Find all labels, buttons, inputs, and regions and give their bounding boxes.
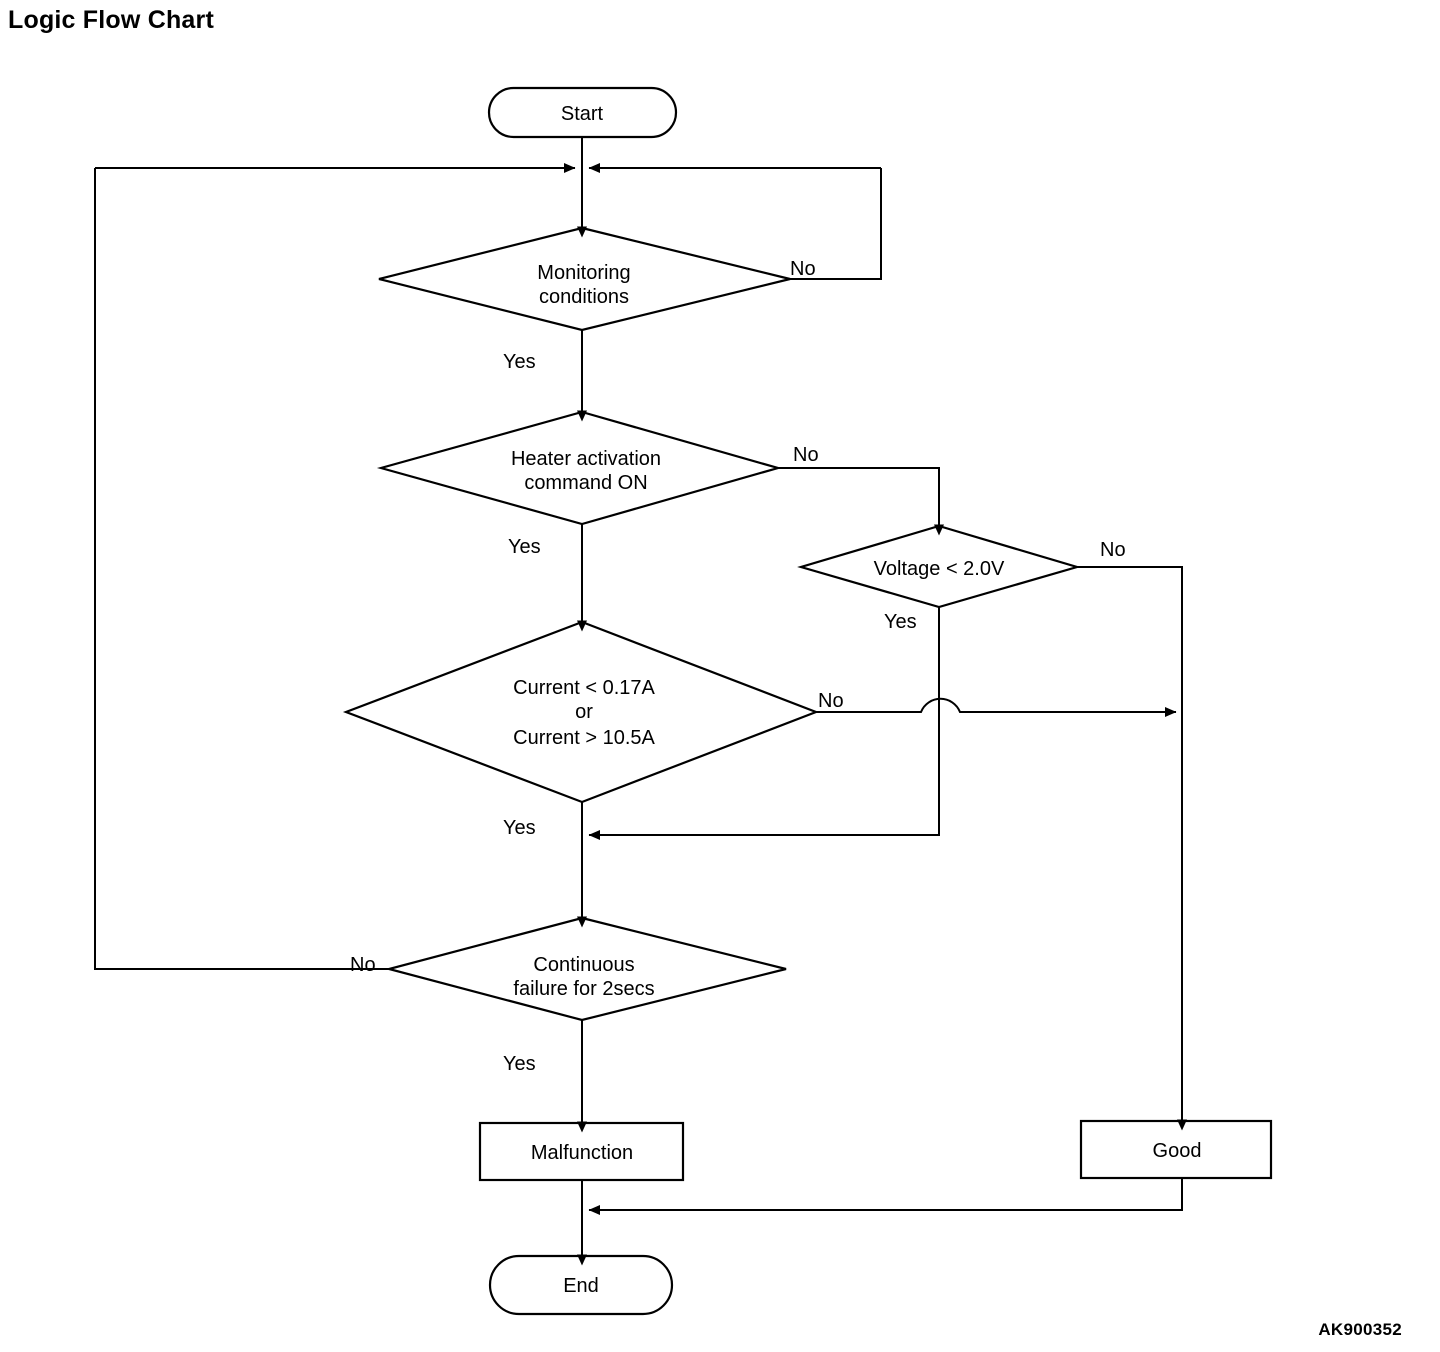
node-current-line1: Current < 0.17A — [513, 677, 655, 699]
node-monitoring-line2: conditions — [539, 286, 629, 308]
node-continuous-line1: Continuous — [533, 954, 634, 976]
edge-label-current-no: No — [818, 690, 844, 712]
edge-label-heater-no: No — [793, 444, 819, 466]
node-malfunction-label: Malfunction — [531, 1142, 633, 1164]
edge-label-voltage-no: No — [1100, 539, 1126, 561]
edge-current-no — [816, 697, 1177, 717]
edge-label-heater-yes: Yes — [508, 536, 541, 558]
node-voltage-label: Voltage < 2.0V — [874, 558, 1005, 580]
edge-monitoring-no — [790, 168, 882, 280]
edge-good-to-end — [588, 1178, 1183, 1215]
edge-label-current-yes: Yes — [503, 817, 536, 839]
edge-heater-no — [778, 467, 944, 536]
edge-label-monitoring-yes: Yes — [503, 351, 536, 373]
node-malfunction[interactable]: Malfunction — [478, 1121, 685, 1182]
edge-label-voltage-yes: Yes — [884, 611, 917, 633]
page-title: Logic Flow Chart — [8, 6, 214, 34]
figure-code: AK900352 — [1318, 1320, 1402, 1339]
node-good[interactable]: Good — [1079, 1119, 1273, 1180]
node-start[interactable]: Start — [487, 86, 678, 139]
node-heater-activation[interactable]: Heater activation command ON — [376, 410, 783, 526]
node-current-line2: or — [575, 701, 593, 723]
node-heater-line1: Heater activation — [511, 448, 661, 470]
node-continuous-line2: failure for 2secs — [513, 978, 654, 1000]
edge-voltage-no — [1077, 566, 1187, 1131]
edge-label-continuous-no: No — [350, 954, 376, 976]
node-good-label: Good — [1153, 1140, 1202, 1162]
node-monitoring-line1: Monitoring — [537, 262, 630, 284]
edge-continuous-no — [94, 168, 389, 970]
node-end[interactable]: End — [488, 1254, 674, 1316]
edge-label-monitoring-no: No — [790, 258, 816, 280]
node-heater-line2: command ON — [524, 472, 647, 494]
edge-voltage-yes — [588, 607, 940, 840]
node-continuous-failure[interactable]: Continuous failure for 2secs — [384, 916, 787, 1022]
edge-label-continuous-yes: Yes — [503, 1053, 536, 1075]
node-current-check[interactable]: Current < 0.17A or Current > 10.5A — [342, 620, 820, 804]
node-voltage-check[interactable]: Voltage < 2.0V — [797, 524, 1081, 609]
node-start-label: Start — [561, 103, 604, 125]
node-end-label: End — [563, 1275, 599, 1297]
node-current-line3: Current > 10.5A — [513, 727, 655, 749]
node-monitoring-conditions[interactable]: Monitoring conditions — [378, 226, 791, 332]
